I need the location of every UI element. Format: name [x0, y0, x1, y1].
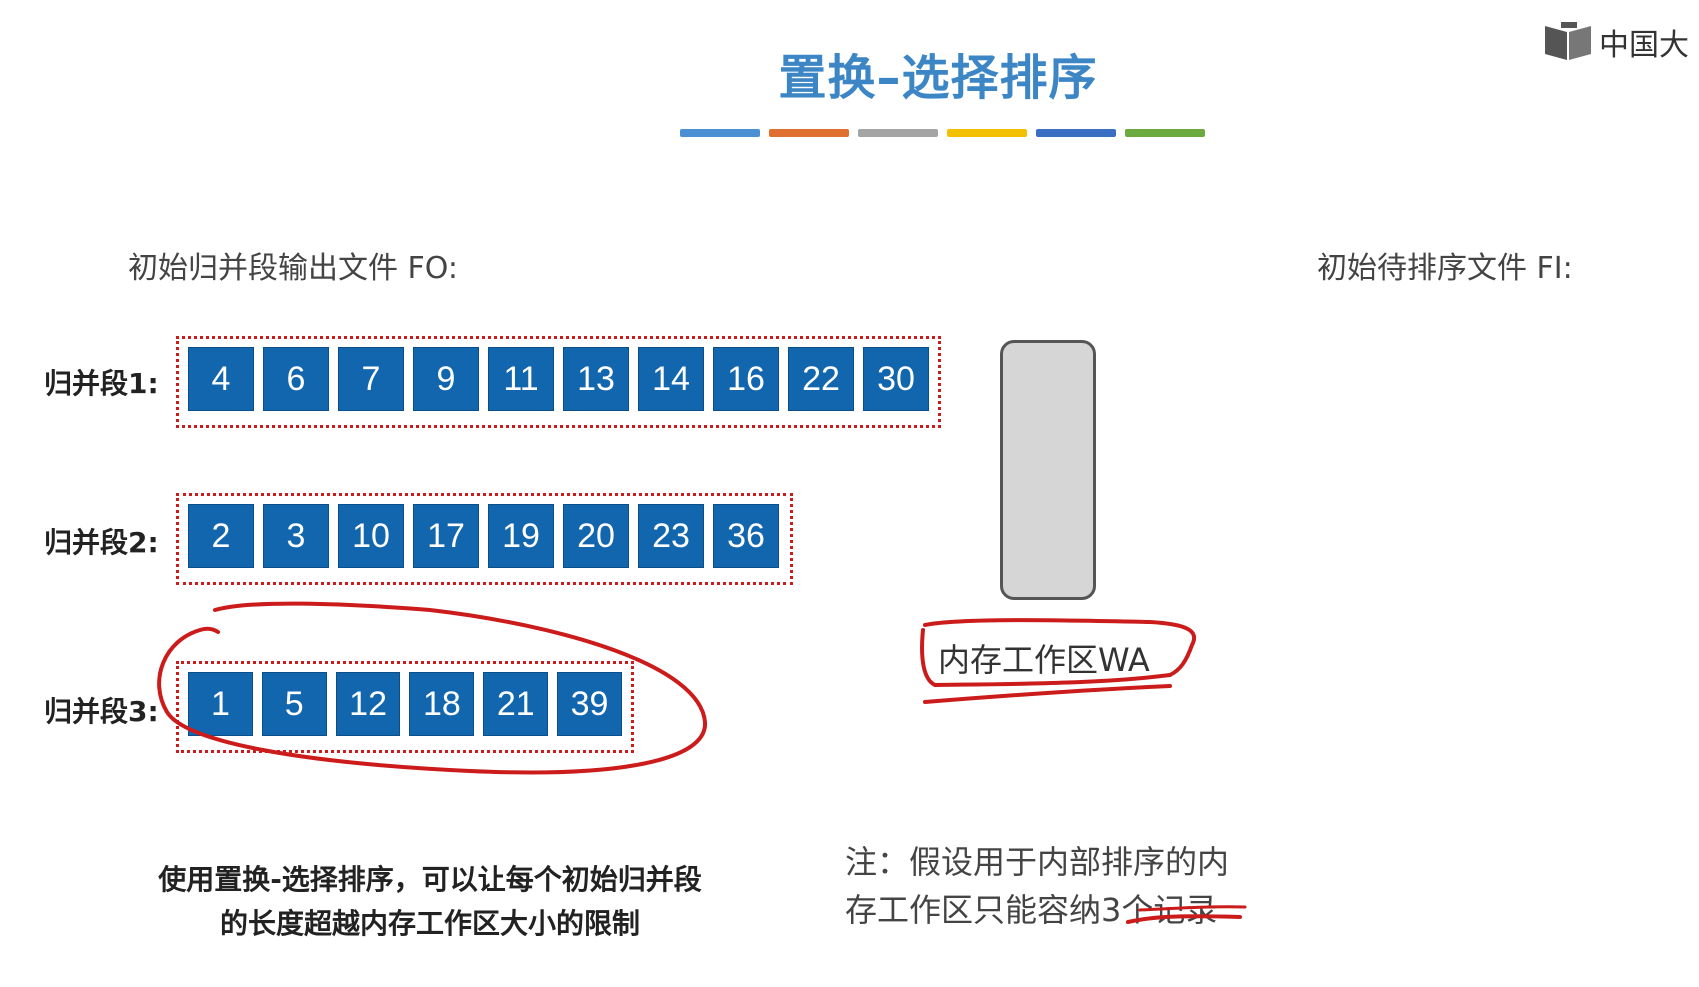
run-2-box: 2 3 10 17 19 20 23 36 — [176, 493, 793, 585]
record-cell: 36 — [713, 504, 779, 568]
color-bar — [1036, 129, 1116, 137]
color-bar — [680, 129, 760, 137]
summary-line-2: 的长度超越内存工作区大小的限制 — [219, 907, 640, 940]
record-cell: 30 — [863, 347, 929, 411]
summary-line-1: 使用置换-选择排序，可以让每个初始归并段 — [158, 863, 702, 896]
logo: 中国大 — [1543, 20, 1689, 64]
run-3-label: 归并段3: — [44, 695, 159, 728]
record-cell: 18 — [409, 672, 475, 736]
run-2-label: 归并段2: — [44, 526, 159, 559]
record-cell: 12 — [335, 672, 401, 736]
record-cell: 6 — [263, 347, 329, 411]
record-cell: 14 — [638, 347, 704, 411]
record-cell: 9 — [413, 347, 479, 411]
record-cell: 20 — [563, 504, 629, 568]
record-cell: 17 — [413, 504, 479, 568]
run-1-box: 4 6 7 9 11 13 14 16 22 30 — [176, 336, 941, 428]
logo-text: 中国大 — [1599, 28, 1689, 63]
output-file-label: 初始归并段输出文件 FO: — [128, 251, 458, 286]
slide-title: 置换–选择排序 — [778, 50, 1098, 106]
run-3-box: 1 5 12 18 21 39 — [176, 661, 634, 753]
record-cell: 39 — [557, 672, 622, 736]
record-cell: 2 — [188, 504, 254, 568]
record-cell: 21 — [483, 672, 549, 736]
record-cell: 19 — [488, 504, 554, 568]
run-1-label: 归并段1: — [44, 367, 159, 400]
book-logo-icon — [1545, 22, 1591, 60]
note-line-1: 注：假设用于内部排序的内 — [845, 843, 1230, 881]
record-cell: 1 — [188, 672, 253, 736]
record-cell: 13 — [563, 347, 629, 411]
record-cell: 16 — [713, 347, 779, 411]
title-color-bars — [680, 129, 1205, 137]
record-cell: 23 — [638, 504, 704, 568]
note-line-2: 存工作区只能容纳3个记录 — [845, 891, 1218, 929]
record-cell: 4 — [188, 347, 254, 411]
input-file-label: 初始待排序文件 FI: — [1317, 251, 1573, 286]
record-cell: 3 — [263, 504, 329, 568]
work-area-underline-annotation — [923, 684, 1172, 704]
note-text: 注：假设用于内部排序的内 存工作区只能容纳3个记录 — [845, 838, 1229, 934]
record-cell: 7 — [338, 347, 404, 411]
work-area-box — [1000, 340, 1096, 600]
work-area-label: 内存工作区WA — [938, 641, 1150, 679]
color-bar — [947, 129, 1027, 137]
summary-text: 使用置换-选择排序，可以让每个初始归并段 的长度超越内存工作区大小的限制 — [110, 858, 750, 946]
record-cell: 11 — [488, 347, 554, 411]
record-cell: 5 — [261, 672, 327, 736]
record-cell: 22 — [788, 347, 854, 411]
color-bar — [858, 129, 938, 137]
color-bar — [1125, 129, 1205, 137]
record-cell: 10 — [338, 504, 404, 568]
color-bar — [769, 129, 849, 137]
